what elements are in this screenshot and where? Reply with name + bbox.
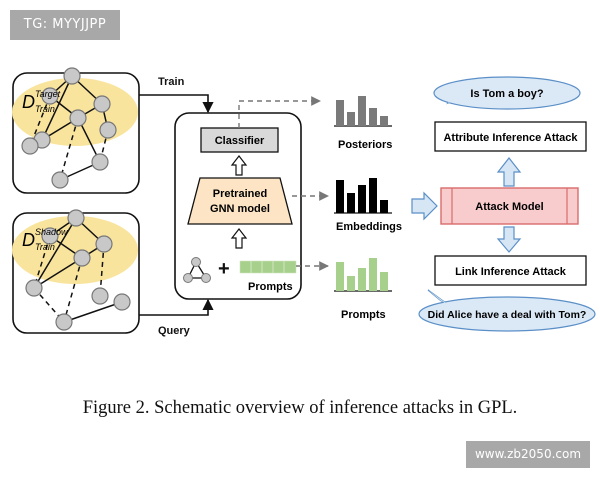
gnn-label-line2: GNN model [210, 203, 270, 215]
target-dataset-sup: Target [35, 89, 61, 99]
classifier-box [200, 127, 279, 153]
target-dataset-sub: Train [35, 104, 55, 114]
posteriors-label: Posteriors [338, 139, 392, 151]
prompt-strip [239, 260, 297, 274]
classifier-label: Classifier [215, 135, 265, 147]
up-arrow-to-classifier [230, 155, 248, 176]
bubble-top: Is Tom a boy? [433, 76, 581, 110]
posteriors-bars-icon [334, 96, 392, 127]
bubble-top-text: Is Tom a boy? [470, 88, 543, 100]
attribute-inference-box: Attribute Inference Attack [434, 121, 587, 152]
query-arrow: Query [139, 298, 214, 337]
inference-attack-diagram: D Target Train [12, 67, 596, 337]
shadow-dataset-sub: Train [35, 242, 55, 252]
gnn-label-line1: Pretrained [213, 188, 267, 200]
target-graph-box: D Target Train [12, 67, 140, 194]
model-container: Classifier Pretrained GNN model + Prompt… [174, 112, 302, 300]
up-arrow-to-gnn [230, 228, 248, 249]
watermark-top: TG: MYYJJPP [10, 10, 120, 40]
prompts-input-label: Prompts [248, 281, 293, 293]
shadow-dataset-sup: Shadow [35, 227, 68, 237]
prompts-output-label: Prompts [341, 309, 386, 321]
small-input-graph [183, 257, 211, 283]
query-label: Query [158, 325, 191, 337]
attack-model-box: Attack Model [440, 187, 579, 225]
target-dataset-symbol: D [22, 92, 35, 112]
bubble-bottom: Did Alice have a deal with Tom? [418, 289, 596, 332]
attack-model-label: Attack Model [475, 201, 543, 213]
output-arrows [238, 96, 329, 271]
figure-caption: Figure 2. Schematic overview of inferenc… [82, 398, 518, 418]
prompts-bars-icon [334, 258, 392, 292]
shadow-graph-box: D Shadow Train [12, 209, 140, 334]
watermark-bottom: www.zb2050.com [466, 441, 590, 468]
gnn-model-shape [187, 177, 293, 225]
down-arrow-to-link [496, 226, 522, 253]
train-arrow: Train [139, 76, 214, 114]
attribute-inference-label: Attribute Inference Attack [443, 132, 578, 144]
embeddings-label: Embeddings [336, 221, 402, 233]
embeddings-bars-icon [334, 178, 392, 214]
shadow-dataset-symbol: D [22, 230, 35, 250]
link-inference-label: Link Inference Attack [455, 266, 567, 278]
bubble-bottom-text: Did Alice have a deal with Tom? [428, 309, 587, 321]
block-arrow-to-attack-model [411, 191, 438, 221]
up-arrow-to-attribute [496, 157, 522, 187]
link-inference-box: Link Inference Attack [434, 255, 587, 286]
train-label: Train [158, 76, 185, 88]
plus-icon: + [218, 258, 230, 280]
